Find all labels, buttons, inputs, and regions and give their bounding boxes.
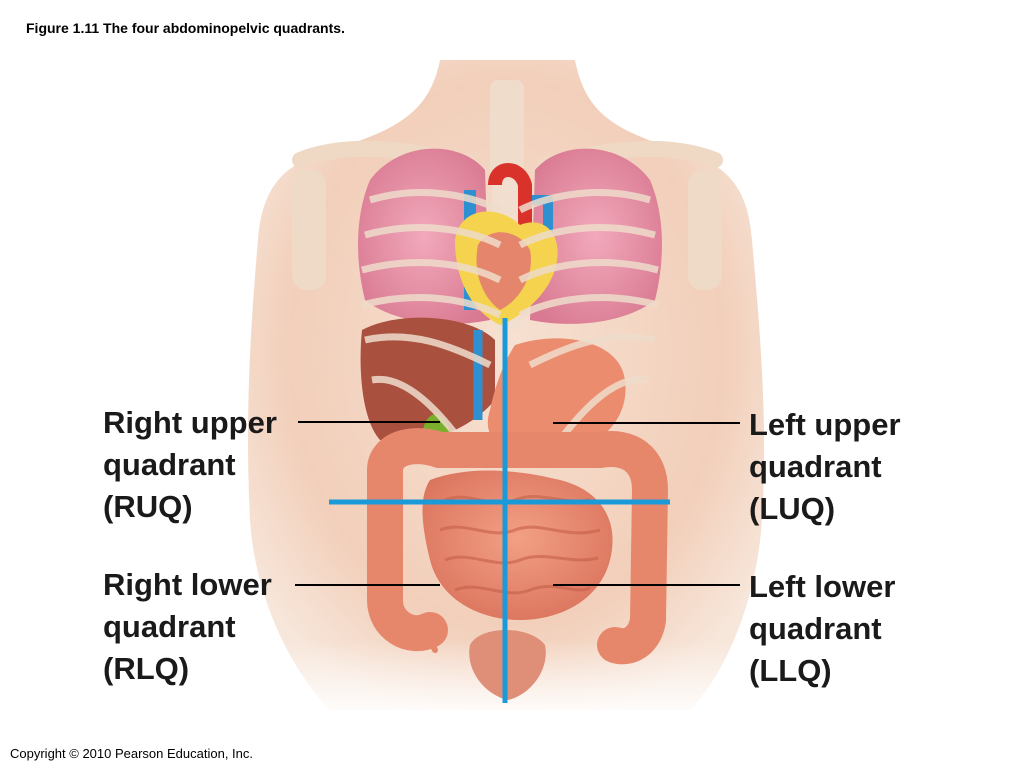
- label-line: Right lower: [103, 567, 272, 602]
- urinary-bladder: [469, 630, 546, 700]
- humerus-left: [688, 170, 722, 290]
- label-right-upper-quadrant: Right upper quadrant (RUQ): [103, 402, 277, 528]
- small-intestine: [422, 470, 613, 620]
- label-left-upper-quadrant: Left upper quadrant (LUQ): [749, 404, 901, 530]
- large-intestine: [367, 428, 669, 665]
- label-line: Right upper: [103, 405, 277, 440]
- label-line: Left upper: [749, 407, 901, 442]
- aorta: [488, 163, 532, 230]
- label-line: quadrant: [103, 447, 236, 482]
- heart-muscle: [476, 232, 531, 310]
- label-line: quadrant: [103, 609, 236, 644]
- appendix: [426, 617, 438, 653]
- label-line: (RLQ): [103, 651, 190, 686]
- label-line: Left lower: [749, 569, 896, 604]
- label-line: (RUQ): [103, 489, 193, 524]
- ribcage: [361, 189, 659, 443]
- figure-caption: Figure 1.11 The four abdominopelvic quad…: [26, 20, 345, 36]
- copyright-notice: Copyright © 2010 Pearson Education, Inc.: [10, 746, 254, 761]
- label-line: (LLQ): [749, 653, 832, 688]
- cervical-spine: [490, 80, 524, 190]
- label-line: quadrant: [749, 611, 882, 646]
- label-right-lower-quadrant: Right lower quadrant (RLQ): [103, 564, 272, 690]
- label-left-lower-quadrant: Left lower quadrant (LLQ): [749, 566, 895, 692]
- stomach: [487, 338, 626, 456]
- humerus-right: [292, 170, 326, 290]
- label-line: (LUQ): [749, 491, 836, 526]
- label-line: quadrant: [749, 449, 882, 484]
